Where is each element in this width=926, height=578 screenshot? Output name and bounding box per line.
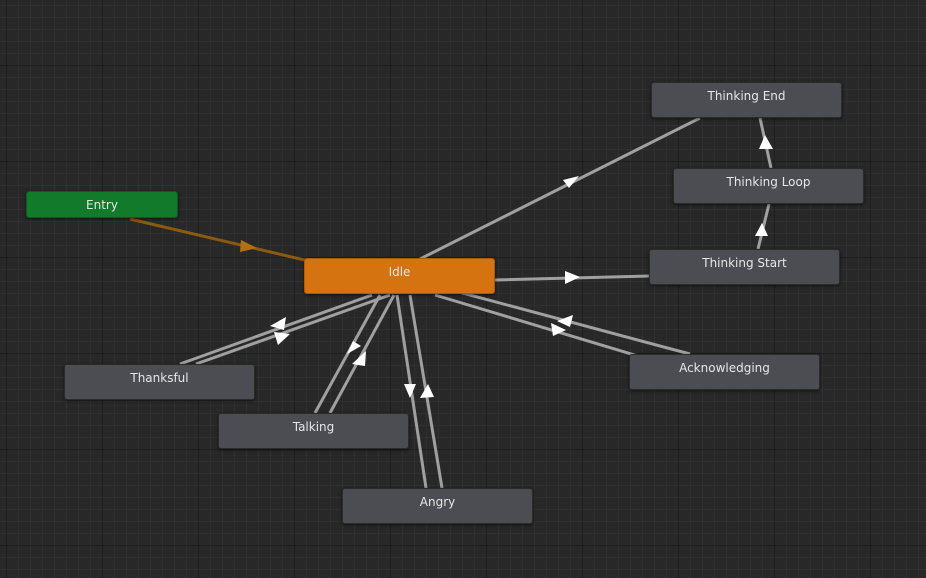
transition-entry-idle[interactable] — [129, 217, 331, 268]
state-idle[interactable]: Idle — [304, 258, 495, 294]
transition-arrow-icon — [352, 351, 366, 366]
state-thinking-loop[interactable]: Thinking Loop — [673, 168, 864, 204]
transition-arrow-icon — [755, 223, 768, 236]
transition-idle-thinking-end[interactable] — [419, 116, 701, 261]
transition-arrow-icon — [563, 176, 579, 188]
transition-arrow-icon — [551, 323, 566, 336]
state-talking[interactable]: Talking — [218, 413, 409, 449]
state-thinking-end[interactable]: Thinking End — [651, 82, 842, 118]
transition-arrow-icon — [274, 332, 290, 345]
transition-arrow-icon — [240, 240, 257, 252]
transition-arrow-icon — [347, 341, 361, 354]
transition-idle-talking[interactable] — [313, 294, 382, 414]
transition-talking-idle[interactable] — [328, 294, 396, 414]
state-acknowledging[interactable]: Acknowledging — [629, 354, 820, 390]
state-angry[interactable]: Angry — [342, 488, 533, 524]
state-thinking-start[interactable]: Thinking Start — [649, 249, 840, 285]
transition-arrow-icon — [557, 315, 573, 327]
transition-arrow-icon — [404, 384, 416, 398]
transition-arrow-icon — [270, 317, 286, 330]
transition-arrow-icon — [565, 271, 580, 284]
state-entry[interactable]: Entry — [26, 191, 178, 218]
state-thanksful[interactable]: Thanksful — [64, 364, 255, 400]
transition-arrow-icon — [420, 384, 434, 398]
transition-arrow-icon — [759, 135, 773, 149]
transition-thanksful-idle[interactable] — [195, 293, 391, 366]
transition-idle-thanksful[interactable] — [179, 293, 373, 366]
